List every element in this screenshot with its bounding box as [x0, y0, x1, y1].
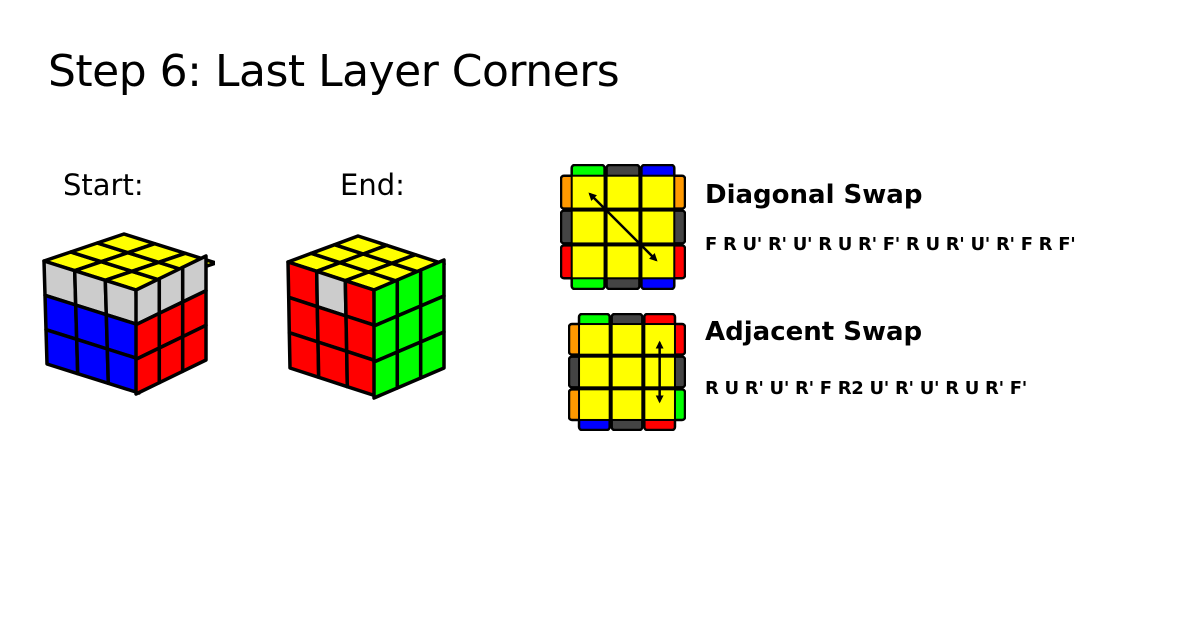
top-face [286, 234, 446, 292]
swap-arrow [588, 192, 658, 262]
end-label: End: [340, 168, 405, 202]
top-sticker [611, 389, 643, 420]
diagonal-swap-algorithm: F R U' R' U' R U R' F' R U R' U' R' F R … [705, 234, 1076, 255]
sticker [180, 323, 208, 374]
top-sticker [641, 175, 675, 209]
diagonal-swap-title: Diagonal Swap [705, 180, 923, 210]
sticker [287, 330, 321, 380]
top-sticker [571, 210, 605, 244]
start-cube-illustration [42, 232, 215, 396]
sticker [372, 350, 400, 400]
page-title: Step 6: Last Layer Corners [48, 46, 620, 97]
sticker [344, 349, 378, 398]
top-sticker [579, 356, 610, 388]
diagonal-swap-diagram [560, 164, 686, 290]
top-sticker [641, 210, 675, 244]
end-cube-illustration [286, 234, 446, 400]
top-sticker [611, 324, 643, 355]
right-face [134, 254, 208, 396]
adjacent-swap-algorithm: R U R' U' R' F R2 U' R' U' R U R' F' [705, 378, 1027, 399]
left-face [286, 260, 378, 398]
sticker [316, 340, 350, 389]
top-sticker [606, 175, 640, 209]
sticker [418, 330, 446, 380]
top-sticker [579, 389, 610, 420]
top-sticker [579, 324, 610, 355]
adjacent-swap-title: Adjacent Swap [705, 317, 923, 347]
top-sticker [611, 356, 643, 388]
top-sticker [606, 245, 640, 279]
start-label: Start: [63, 168, 144, 202]
right-face [372, 258, 446, 400]
top-sticker [644, 324, 675, 355]
sticker [395, 340, 423, 390]
left-face [42, 259, 141, 395]
adjacent-swap-diagram [568, 313, 686, 431]
sticker [44, 327, 80, 376]
top-sticker [571, 245, 605, 279]
